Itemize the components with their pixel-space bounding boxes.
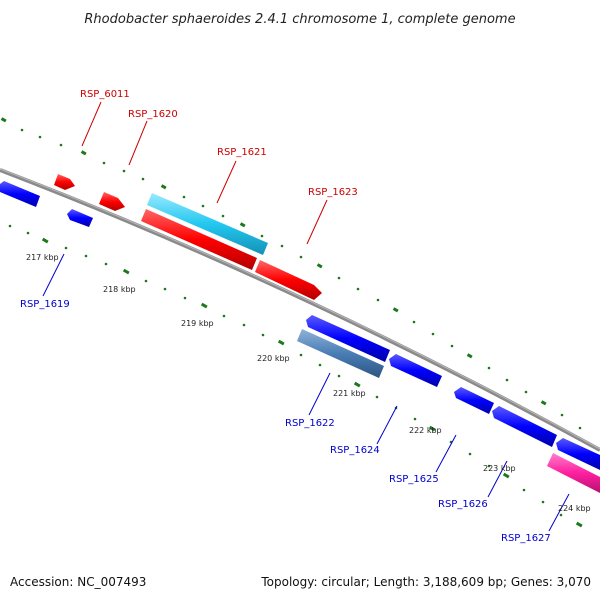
label-RSP_1625[interactable]: RSP_1625 [389, 474, 439, 485]
forward-genes [54, 174, 600, 493]
gene-RSP_1619-small[interactable] [67, 209, 93, 227]
label-RSP_1621[interactable]: RSP_1621 [217, 147, 267, 158]
map-title: Rhodobacter sphaeroides 2.4.1 chromosome… [84, 12, 515, 27]
gene-RSP_6011[interactable] [54, 174, 75, 190]
gene-RSP_1621[interactable] [147, 193, 268, 255]
accession-label: Accession: NC_007493 [10, 575, 146, 589]
label-RSP_1624[interactable]: RSP_1624 [330, 445, 380, 456]
forward-callouts [81, 101, 328, 245]
tick-label-217: 217 kbp [26, 253, 59, 262]
genome-backbone [0, 168, 600, 452]
label-RSP_1626[interactable]: RSP_1626 [438, 499, 488, 510]
label-RSP_1619[interactable]: RSP_1619 [20, 299, 70, 310]
tick-label-220: 220 kbp [257, 354, 290, 363]
tick-label-223: 223 kbp [483, 464, 516, 473]
tick-label-224: 224 kbp [558, 504, 591, 513]
label-RSP_1622[interactable]: RSP_1622 [285, 418, 335, 429]
reverse-genes [0, 181, 600, 470]
inner-tick-ring [8, 224, 583, 528]
outer-tick-ring [0, 117, 582, 430]
gene-RSP_1622[interactable] [297, 329, 384, 378]
tick-label-219: 219 kbp [181, 319, 214, 328]
gene-RSP_1625[interactable] [454, 387, 494, 414]
genome-summary: Topology: circular; Length: 3,188,609 bp… [260, 575, 591, 589]
gene-pseudo[interactable] [547, 453, 600, 493]
scale-labels: 217 kbp 218 kbp 219 kbp 220 kbp 221 kbp … [26, 253, 591, 513]
gene-RSP_1626[interactable] [492, 406, 557, 447]
tick-label-222: 222 kbp [409, 426, 442, 435]
tick-label-218: 218 kbp [103, 285, 136, 294]
gene-RSP_1624[interactable] [389, 354, 442, 387]
gene-RSP_1620[interactable] [99, 192, 125, 211]
gene-RSP_1623[interactable] [255, 260, 322, 300]
forward-gene-labels: RSP_6011 RSP_1620 RSP_1621 RSP_1623 [80, 89, 358, 198]
tick-label-221: 221 kbp [333, 389, 366, 398]
gene-RSP_1627[interactable] [556, 438, 600, 470]
label-RSP_1627[interactable]: RSP_1627 [501, 533, 551, 544]
gene-RSP_1619[interactable] [0, 181, 40, 207]
gene-RSP_1621-red[interactable] [141, 209, 257, 270]
reverse-callouts [42, 253, 570, 532]
label-RSP_6011[interactable]: RSP_6011 [80, 89, 130, 100]
gene-RSP_1624-upper[interactable] [306, 315, 390, 362]
label-RSP_1623[interactable]: RSP_1623 [308, 187, 358, 198]
reverse-gene-labels: RSP_1619 RSP_1622 RSP_1624 RSP_1625 RSP_… [20, 299, 551, 544]
label-RSP_1620[interactable]: RSP_1620 [128, 109, 178, 120]
